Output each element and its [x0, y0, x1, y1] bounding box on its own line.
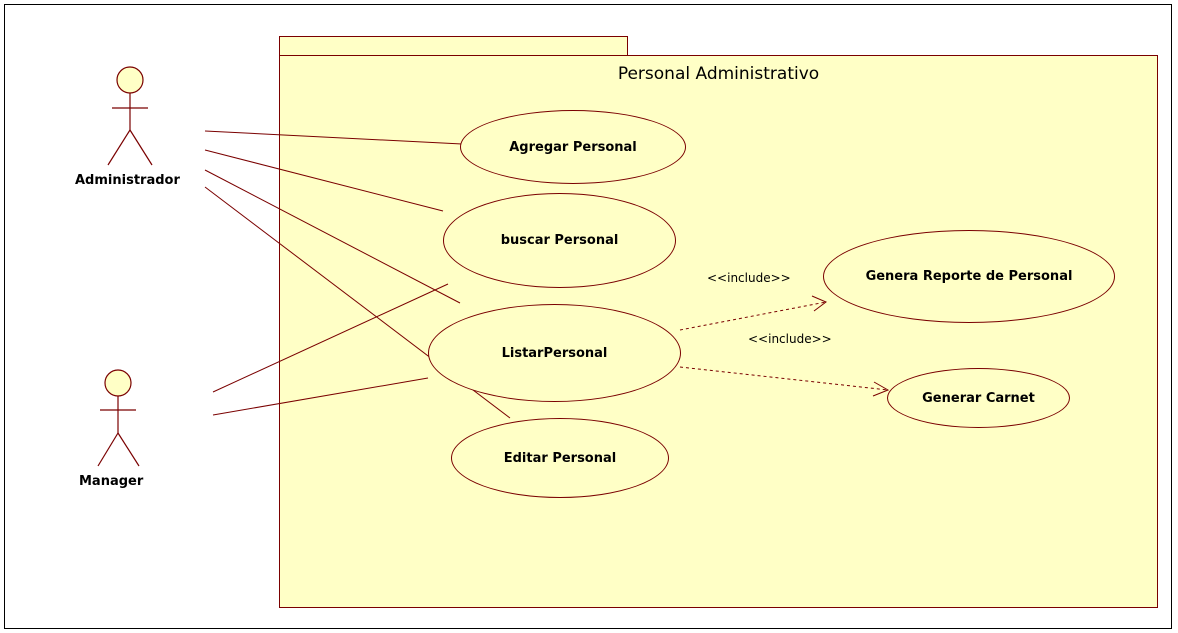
usecase-listar-label: ListarPersonal: [501, 345, 608, 361]
package-title: Personal Administrativo: [617, 64, 820, 84]
usecase-listar-personal[interactable]: ListarPersonal: [428, 304, 681, 402]
usecase-generar-carnet[interactable]: Generar Carnet: [887, 368, 1070, 428]
usecase-agregar-label: Agregar Personal: [509, 139, 637, 155]
include-arrowhead-reporte: [811, 295, 827, 312]
assoc-admin-listar: [204, 169, 461, 304]
assoc-manager-listar: [212, 377, 429, 416]
usecase-editar-personal[interactable]: Editar Personal: [451, 418, 669, 498]
actor-administrador-label: Administrador: [75, 173, 180, 188]
usecase-agregar-personal[interactable]: Agregar Personal: [460, 110, 686, 184]
include-listar-reporte: [679, 301, 827, 331]
usecase-editar-label: Editar Personal: [503, 450, 617, 466]
package-personal-administrativo: [279, 55, 1158, 608]
usecase-buscar-label: buscar Personal: [500, 233, 619, 248]
diagram-frame: [4, 4, 1172, 629]
include-arrowhead-carnet: [872, 381, 890, 397]
assoc-admin-agregar: [204, 130, 463, 145]
actor-manager-label: Manager: [79, 474, 144, 489]
assoc-manager-buscar: [212, 283, 449, 393]
usecase-reporte-label: Genera Reporte de Personal: [865, 269, 1073, 284]
include-label-reporte: <<include>>: [707, 271, 791, 285]
usecase-carnet-label: Generar Carnet: [922, 390, 1035, 406]
usecase-buscar-personal[interactable]: buscar Personal: [443, 193, 676, 288]
actor-administrador-figure: [107, 66, 153, 166]
include-listar-carnet: [679, 366, 889, 391]
actor-manager-figure: [97, 369, 140, 467]
include-label-carnet: <<include>>: [748, 332, 832, 346]
assoc-admin-buscar: [204, 149, 444, 212]
usecase-genera-reporte[interactable]: Genera Reporte de Personal: [823, 230, 1115, 323]
